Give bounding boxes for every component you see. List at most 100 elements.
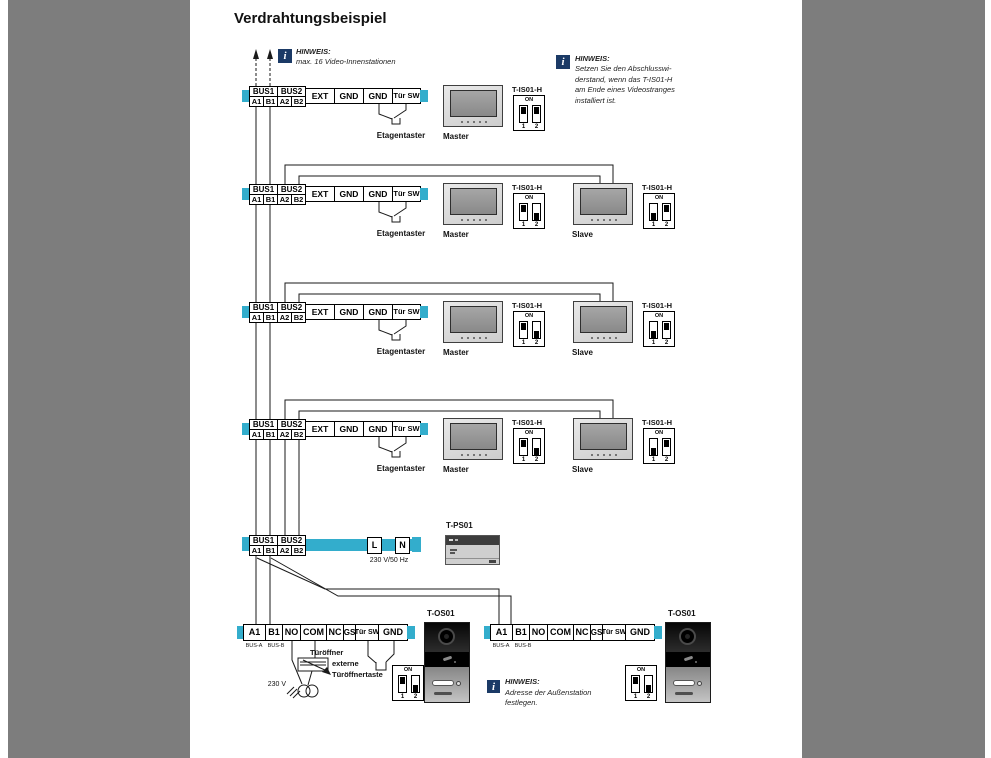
manual-page: Verdrahtungsbeispiel i HINWEIS: max. 16 …	[190, 0, 802, 758]
terminal-L: L	[367, 537, 382, 554]
dip-on-label: ON	[524, 312, 534, 319]
etagentaster-symbol	[378, 320, 407, 341]
monitor-screen	[450, 306, 497, 333]
door-station-device	[665, 622, 711, 703]
dip-number: 2	[664, 457, 669, 463]
page-title: Verdrahtungsbeispiel	[234, 10, 387, 27]
terminal-cell: GND	[363, 421, 393, 437]
monitor-button-dot	[615, 337, 617, 339]
dip-number: 1	[521, 457, 526, 463]
monitor-button-dot	[473, 219, 475, 221]
terminal-cell: NO	[282, 624, 301, 641]
dip-model-label: T-IS01-H	[512, 183, 543, 192]
dip-number: 1	[633, 694, 638, 700]
power-to-door1-wires	[255, 556, 271, 624]
call-button-bar	[432, 680, 454, 686]
dip-knob-on	[521, 107, 526, 114]
speaker-slot	[434, 692, 452, 695]
terminal-cell: A2	[277, 545, 292, 556]
dip-slot	[411, 675, 420, 693]
speaker-glyph	[683, 655, 694, 662]
monitor-button-dot	[467, 219, 469, 221]
terminal-cell: Tür SW	[392, 88, 421, 104]
bus-end-cap	[420, 90, 428, 102]
monitor-button-dot	[461, 219, 463, 221]
dip-number: 1	[521, 124, 526, 130]
door-station-label: T-OS01	[427, 609, 455, 618]
monitor-button-dot	[609, 454, 611, 456]
dip-knob-off	[534, 213, 539, 220]
terminal-cell: Tür SW	[392, 304, 421, 320]
monitor-button-dot	[591, 219, 593, 221]
dip-number: 2	[664, 222, 669, 228]
terminal-cell: GND	[363, 186, 393, 202]
note-right-line: derstand, wenn das T-IS01-H	[575, 74, 673, 84]
info-icon: i	[487, 680, 500, 693]
terminal-cell: Tür SW	[355, 624, 379, 641]
terminal-cell: GND	[363, 88, 393, 104]
bus-end-cap	[242, 188, 250, 200]
dip-on-label: ON	[654, 429, 664, 436]
dip-on-label: ON	[654, 194, 664, 201]
dip-on-label: ON	[524, 96, 534, 103]
terminal-cell: B2	[291, 312, 306, 323]
terminal-cell: GND	[334, 421, 364, 437]
bus-b-label: BUS-B	[267, 643, 285, 649]
indoor-station-monitor	[443, 85, 503, 127]
terminal-cell: B2	[291, 429, 306, 440]
dip-number: 2	[413, 694, 418, 700]
terminal-cell: GND	[378, 624, 408, 641]
master-station-label: Master	[443, 465, 469, 474]
dip-knob-off	[651, 213, 656, 220]
bus-end-cap	[420, 306, 428, 318]
dip-number: 1	[521, 222, 526, 228]
dip-number: 2	[534, 457, 539, 463]
terminal-cell: A2	[277, 194, 292, 205]
terminal-cell: Tür SW	[392, 421, 421, 437]
note-right-line: installiert ist.	[575, 95, 617, 105]
monitor-button-dot	[485, 121, 487, 123]
power-supply-label: T-PS01	[446, 521, 473, 530]
opener-arrowhead-icon	[322, 667, 331, 675]
monitor-screen	[580, 423, 627, 450]
transformer-icon	[305, 684, 319, 698]
dip-number: 2	[664, 340, 669, 346]
monitor-button-dot	[597, 337, 599, 339]
bus-end-cap	[237, 626, 244, 639]
indoor-station-monitor	[443, 418, 503, 460]
terminal-cell: NC	[573, 624, 591, 641]
dip-switch: ON 1 2	[643, 193, 675, 229]
power-bus-bar	[306, 539, 413, 551]
bus-end-cap	[420, 423, 428, 435]
call-button-bar	[673, 680, 695, 686]
monitor-button-dot	[473, 121, 475, 123]
terminal-cell: EXT	[305, 186, 335, 202]
monitor-button-dot	[479, 337, 481, 339]
dip-number: 1	[651, 222, 656, 228]
monitor-button-dot	[603, 454, 605, 456]
info-icon: i	[556, 55, 570, 69]
dip-number: 2	[534, 222, 539, 228]
terminal-cell: GND	[625, 624, 655, 641]
terminal-cell: COM	[547, 624, 574, 641]
terminal-cell: B1	[265, 624, 283, 641]
bus-end-cap	[407, 626, 415, 639]
etagentaster-label: Etagentaster	[376, 131, 426, 140]
speaker-glyph-dot	[695, 661, 697, 663]
terminal-cell: A1	[249, 312, 264, 323]
camera-lens-center	[444, 634, 449, 639]
monitor-button-dot	[591, 454, 593, 456]
up-arrow-icon	[267, 49, 273, 59]
camera-lens-icon	[679, 628, 696, 645]
dip-slot	[532, 438, 541, 456]
monitor-button-dot	[473, 337, 475, 339]
terminal-cell: B2	[291, 194, 306, 205]
door-button-section	[425, 667, 469, 702]
monitor-button-dot	[461, 454, 463, 456]
monitor-button-dot	[597, 454, 599, 456]
